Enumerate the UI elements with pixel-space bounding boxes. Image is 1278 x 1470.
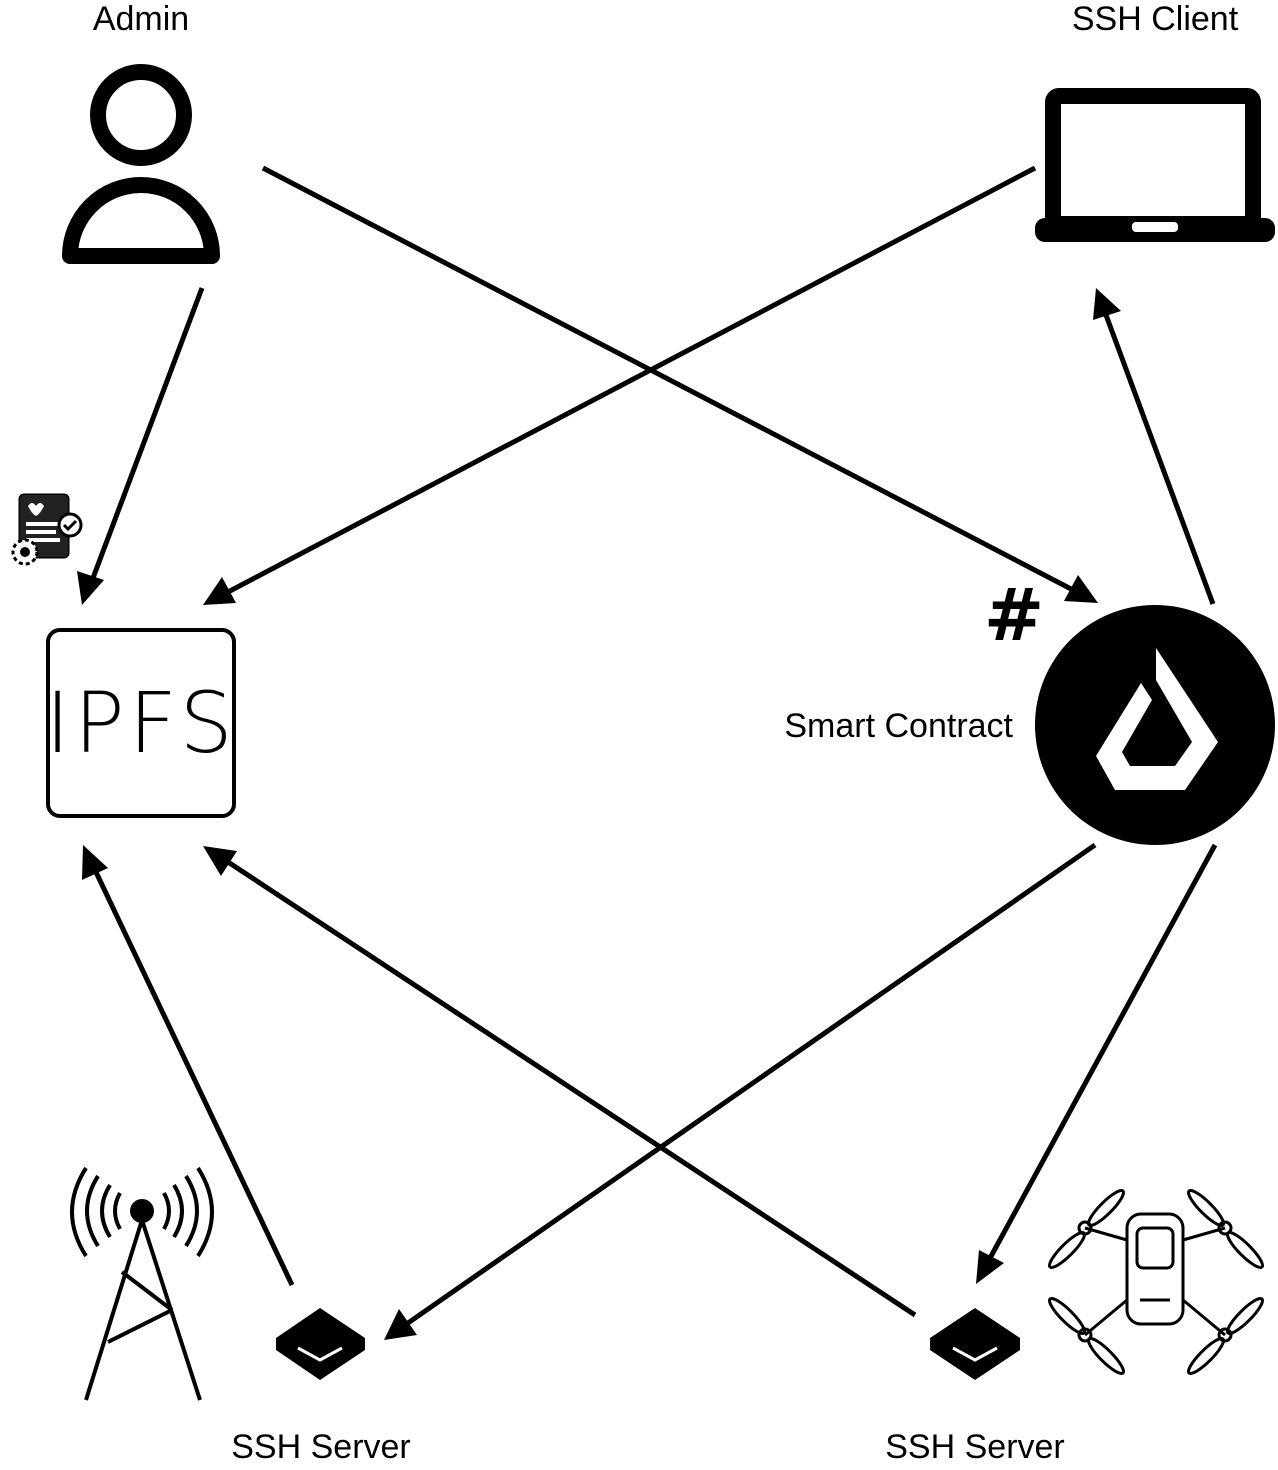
edges — [77, 165, 1218, 1340]
certificate-document-icon — [11, 493, 83, 566]
person-icon — [62, 64, 220, 264]
arrowhead-ssh-client-to-ipfs — [203, 577, 236, 605]
edge-admin-to-smart-contract — [261, 165, 1075, 593]
ssh-server-left-label: SSH Server — [231, 1428, 411, 1466]
edge-ssh-server-left-to-ipfs — [92, 868, 295, 1287]
arrowhead-admin-to-smart-contract — [1064, 575, 1098, 603]
edge-smart-contract-to-ssh-server-right — [986, 843, 1218, 1262]
server-box-icon — [276, 1308, 365, 1380]
lisk-logo-icon — [1035, 605, 1275, 845]
hash-icon: # — [984, 573, 1044, 657]
smart-contract-node[interactable]: # Smart Contract — [784, 573, 1275, 845]
laptop-icon — [1035, 88, 1275, 242]
server-box-icon — [930, 1308, 1020, 1380]
admin-label: Admin — [93, 0, 189, 38]
arrowhead-ssh-server-right-to-ipfs — [203, 846, 237, 876]
edge-ssh-client-to-ipfs — [226, 165, 1037, 595]
arrowhead-admin-to-ipfs — [77, 571, 104, 605]
arrowhead-smart-contract-to-ssh-client — [1093, 288, 1121, 320]
ssh-client-label: SSH Client — [1072, 0, 1239, 38]
ssh-client-node[interactable]: SSH Client — [1035, 0, 1275, 242]
ssh-server-right-node[interactable]: SSH Server — [885, 1187, 1266, 1466]
edge-ssh-server-right-to-ipfs — [226, 859, 917, 1318]
ipfs-label: IPFS — [45, 674, 237, 772]
drone-icon — [1048, 1189, 1264, 1375]
ssh-server-right-label: SSH Server — [885, 1428, 1065, 1466]
ipfs-box-icon: IPFS — [45, 628, 237, 818]
admin-node[interactable]: Admin — [62, 0, 220, 264]
arrowhead-smart-contract-to-ssh-server-right — [976, 1250, 1004, 1284]
edge-admin-to-ipfs — [90, 287, 205, 579]
arrowhead-ssh-server-left-to-ipfs — [82, 845, 108, 880]
arrowhead-smart-contract-to-ssh-server-left — [384, 1309, 417, 1340]
ipfs-node[interactable]: IPFS — [11, 493, 237, 818]
radio-tower-icon — [70, 1166, 214, 1401]
ssh-server-left-node[interactable]: SSH Server — [70, 1166, 411, 1466]
edge-smart-contract-to-ssh-server-left — [406, 842, 1097, 1326]
edge-smart-contract-to-ssh-client — [1103, 314, 1216, 605]
smart-contract-label: Smart Contract — [784, 707, 1013, 745]
